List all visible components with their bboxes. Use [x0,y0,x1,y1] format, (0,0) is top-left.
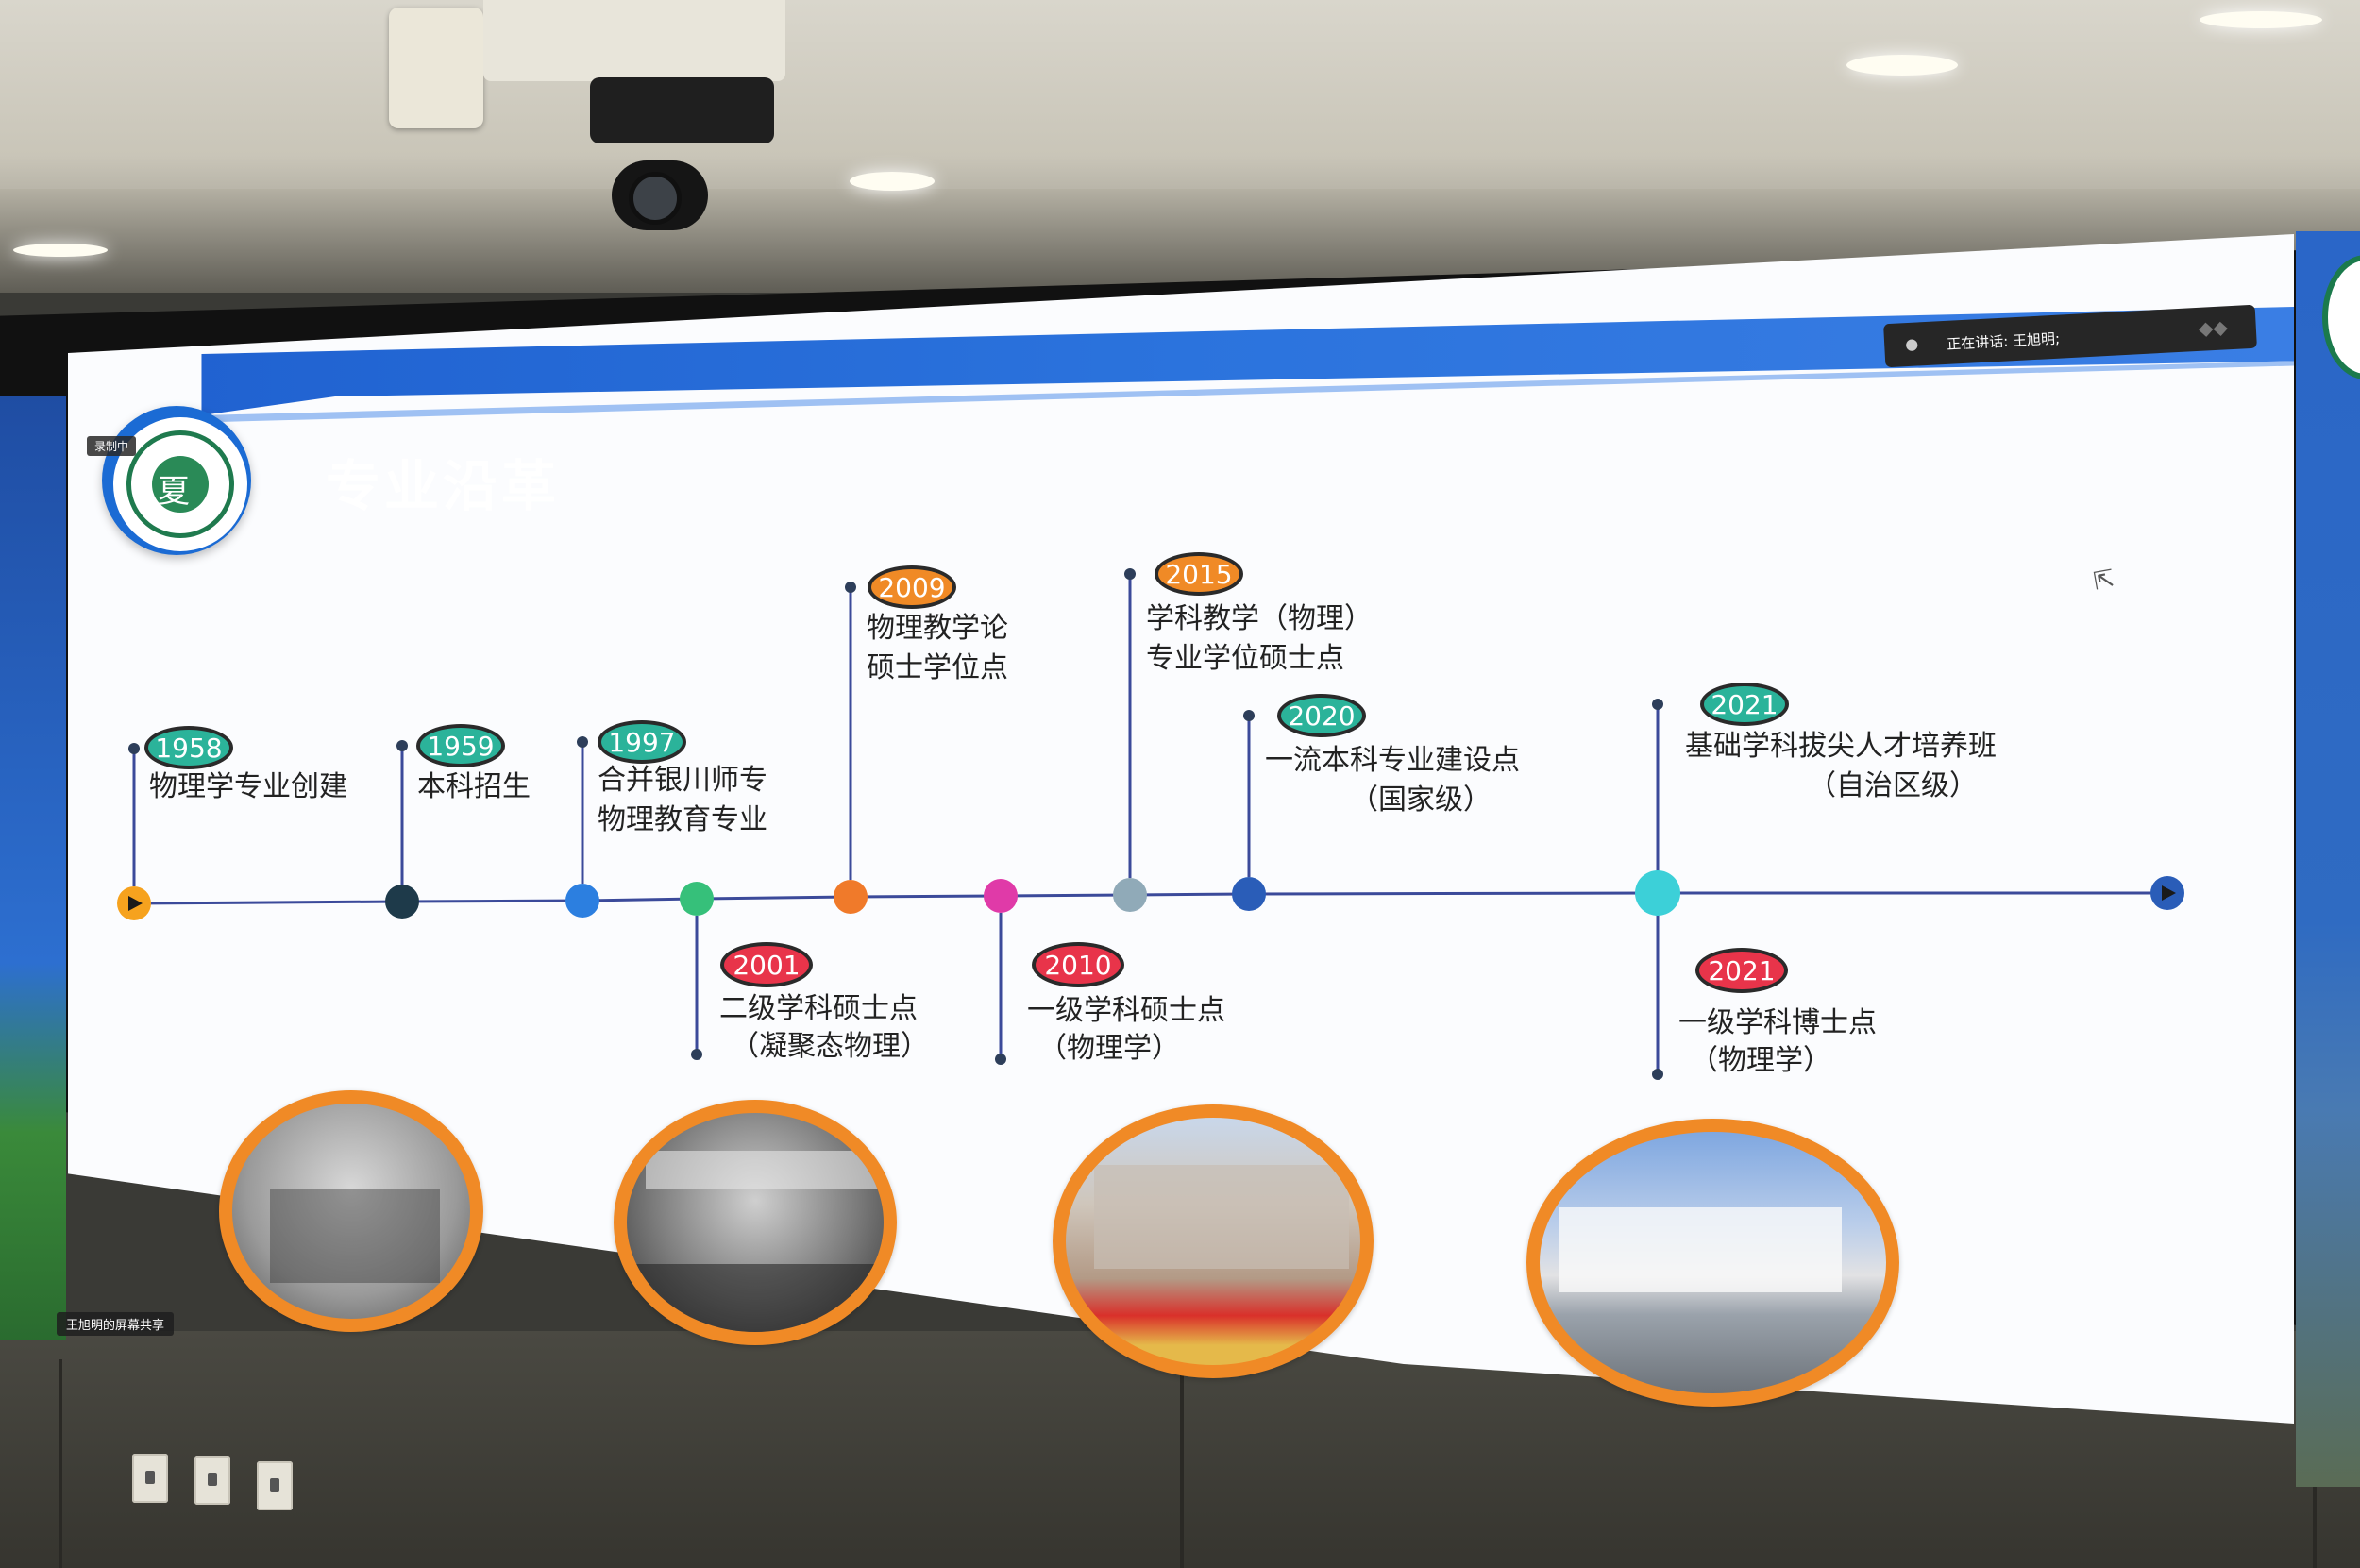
ceiling-light [1846,55,1958,76]
left-adjacent-screen [0,396,66,1340]
timeline-node [1232,877,1266,911]
wall-seam [1180,1359,1184,1568]
year-badge [724,946,809,984]
ceiling-light [850,172,935,191]
event-dot [1652,1069,1663,1080]
play-icon [128,896,143,911]
year-label: 1959 [427,731,494,762]
event-text: 本科招生 [417,770,531,803]
timeline-node [834,880,868,914]
event-dot [1652,699,1663,710]
event-dot [995,1054,1006,1065]
event-text: 物理学专业创建 [149,770,347,803]
event-text: 二级学科硕士点 [719,992,918,1025]
timeline-node [385,885,419,919]
year-badge [1704,686,1785,722]
slide-title: 专业沿革 [326,454,561,518]
event-text: 一级学科博士点 [1678,1006,1877,1039]
event-text: 合并银川师专 [598,764,767,797]
camera-icon [612,160,708,230]
camera-mount [590,77,774,143]
event-text: （自治区级） [1808,769,1978,802]
recording-indicator: 录制中 [87,436,137,456]
wall-socket [132,1454,168,1503]
timeline-node [984,879,1018,913]
year-label: 2020 [1288,700,1355,732]
photo-campus-building [1053,1104,1374,1378]
event-text: 基础学科拔尖人才培养班 [1685,730,1997,763]
timeline-node [1113,878,1147,912]
arrow-right-icon [2162,885,2176,901]
photo-old-gate [219,1090,483,1332]
event-text: （凝聚态物理） [731,1030,929,1063]
event-text: 物理教学论 [867,612,1008,645]
event-text: （物理学） [1690,1044,1831,1077]
year-badge [148,730,229,766]
event-dot [1243,710,1255,721]
year-badge [420,728,501,764]
event-dot [845,582,856,593]
event-dot [1124,568,1136,580]
timeline-node [565,884,599,918]
wall-seam [59,1359,62,1568]
year-badge [871,569,952,605]
year-label: 2021 [1711,689,1778,720]
wall-socket [194,1456,230,1505]
event-text: 物理教育专业 [598,803,767,836]
event-dot [691,1049,702,1060]
year-badge [1281,698,1362,733]
photo-modern-building [1526,1119,1899,1407]
event-text: 一级学科硕士点 [1027,994,1225,1027]
event-dot [577,736,588,748]
wall-speaker [389,8,483,128]
year-label: 2015 [1165,559,1232,590]
event-dot [396,740,408,751]
right-adjacent-screen [2296,231,2360,1487]
year-badge [1158,556,1239,592]
event-dot [128,743,140,754]
ceiling-light [13,244,108,257]
event-text: 一流本科专业建设点 [1265,744,1520,777]
year-label: 1997 [608,727,675,758]
year-badge [601,724,683,760]
year-label: 2009 [878,572,945,603]
photo-assembly [614,1100,897,1345]
screen-share-label: 王旭明的屏幕共享 [57,1312,175,1336]
year-label: 1958 [155,733,222,764]
year-badge [1036,946,1121,984]
year-badge [1699,952,1784,989]
year-label: 2010 [1044,950,1111,981]
year-label: 2021 [1708,955,1775,986]
wall-panel [483,0,785,81]
event-text: 学科教学（物理） [1146,602,1373,635]
event-text: （国家级） [1350,784,1492,817]
wall-socket [257,1461,293,1510]
timeline-axis [133,891,2167,905]
logo-emblem: 夏 [152,456,209,513]
timeline-node [680,882,714,916]
event-text: 专业学位硕士点 [1146,642,1344,675]
year-label: 2001 [733,950,800,981]
timeline-node [1635,870,1680,916]
event-text: （物理学） [1038,1032,1180,1065]
event-text: 硕士学位点 [867,651,1008,684]
ceiling-light [2200,11,2322,28]
